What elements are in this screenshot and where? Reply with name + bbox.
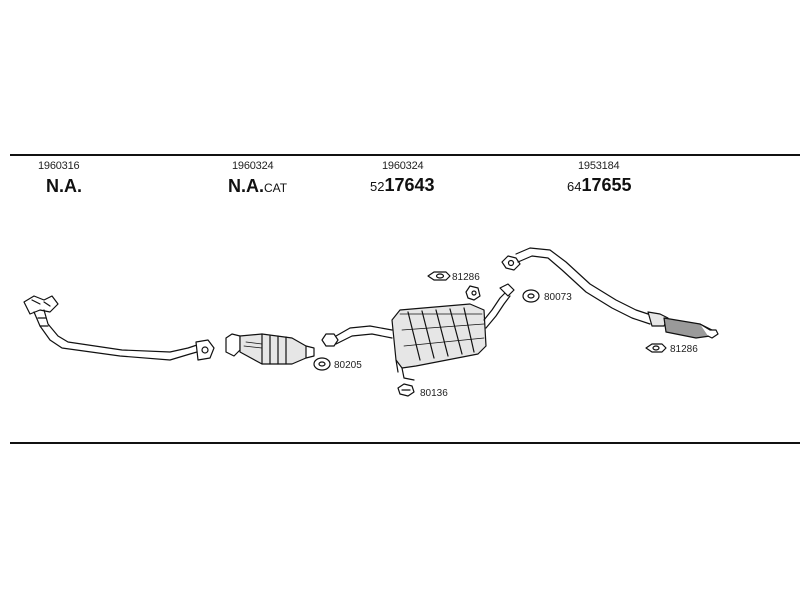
hanger-center — [465, 285, 481, 301]
bottom-divider-line — [10, 442, 800, 444]
gasket-81286-center — [427, 271, 451, 281]
catalytic-converter — [225, 333, 315, 365]
bracket-80136 — [397, 383, 415, 397]
label-gasket-80205: 80205 — [334, 360, 362, 371]
gasket-81286-right — [645, 343, 667, 353]
code-rear-silencer: 6417655 — [567, 175, 632, 195]
gasket-80205 — [313, 357, 331, 371]
gasket-80073 — [522, 289, 540, 303]
label-bracket-80136: 80136 — [420, 388, 448, 399]
code-front-pipe: N.A. — [46, 176, 82, 196]
ref-number-catalytic-converter: 1960324 — [232, 160, 274, 172]
ref-number-rear-silencer: 1953184 — [578, 160, 620, 172]
label-gasket-80073: 80073 — [544, 292, 572, 303]
label-gasket-81286-center: 81286 — [452, 272, 480, 283]
middle-silencer — [321, 283, 515, 381]
rear-silencer — [501, 247, 719, 339]
ref-number-front-pipe: 1960316 — [38, 160, 80, 172]
top-divider-line — [10, 154, 800, 156]
ref-number-middle-silencer: 1960324 — [382, 160, 424, 172]
label-gasket-81286-right: 81286 — [670, 344, 698, 355]
code-catalytic-converter: N.A.CAT — [228, 176, 288, 196]
front-pipe — [23, 295, 215, 361]
code-middle-silencer: 5217643 — [370, 175, 435, 195]
